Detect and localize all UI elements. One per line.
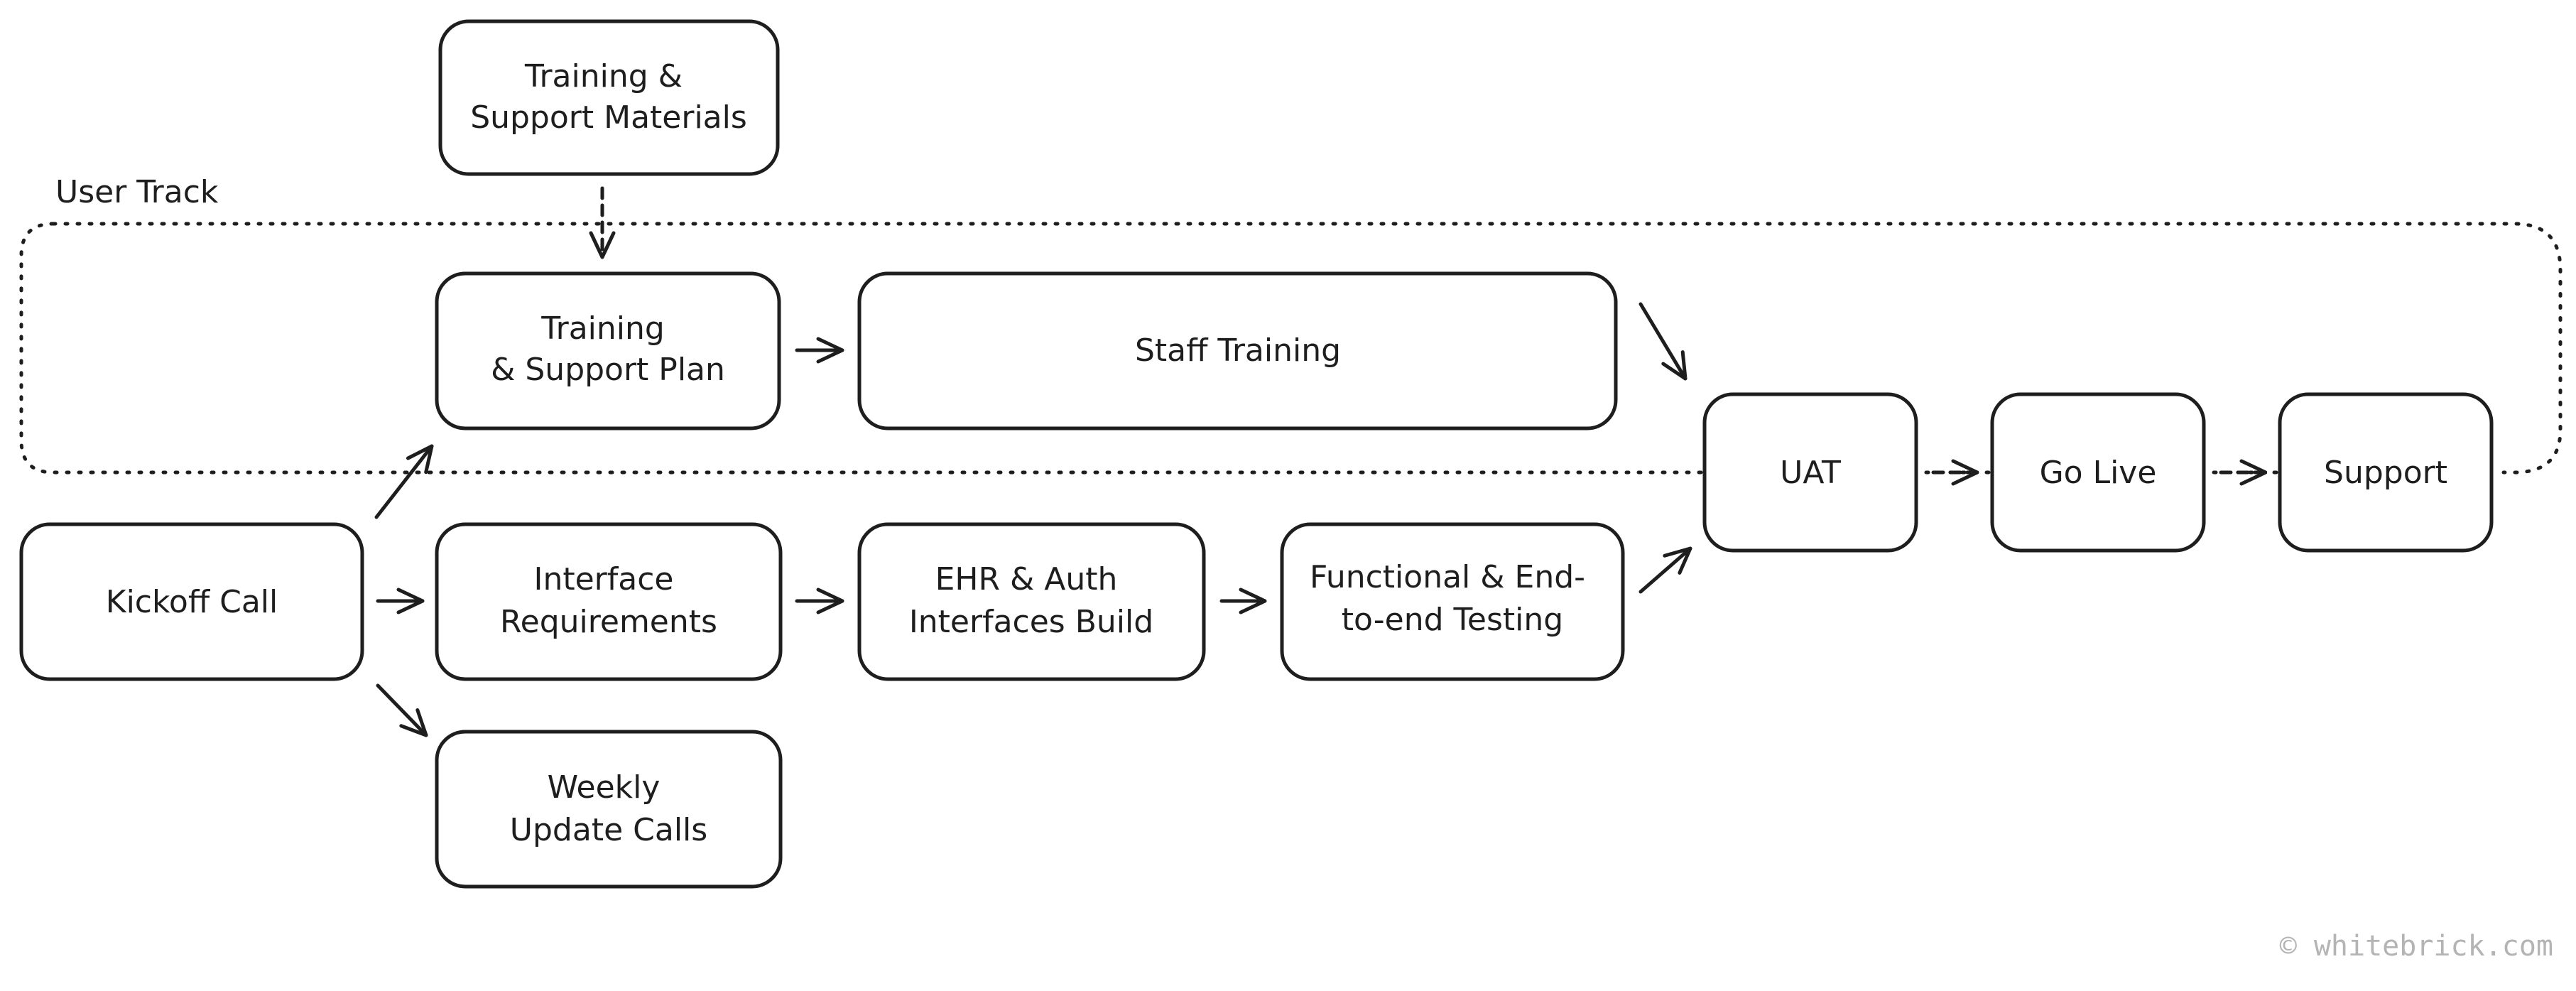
node-weekly-update-calls-label: Weekly Update Calls <box>510 769 707 848</box>
node-interface-requirements[interactable]: Interface Requirements <box>435 522 783 681</box>
node-go-live[interactable]: Go Live <box>1990 392 2206 553</box>
node-kickoff-call-label: Kickoff Call <box>106 584 278 620</box>
edge-staff-training-to-uat <box>1638 302 1688 381</box>
edge-kickoff-to-weekly-calls <box>376 683 428 737</box>
node-interface-requirements-label: Interface Requirements <box>500 561 717 640</box>
node-weekly-update-calls[interactable]: Weekly Update Calls <box>435 730 783 889</box>
node-training-support-plan-label: Training & Support Plan <box>491 310 725 388</box>
node-kickoff-call[interactable]: Kickoff Call <box>19 522 364 681</box>
node-uat-label: UAT <box>1780 455 1841 491</box>
node-staff-training-label: Staff Training <box>1135 332 1341 369</box>
edges-layer <box>374 186 2268 737</box>
node-training-support-plan[interactable]: Training & Support Plan <box>435 271 781 430</box>
whitebrick-credit: © whitebrick.com <box>2280 930 2553 963</box>
node-interfaces-build[interactable]: EHR & Auth Interfaces Build <box>857 522 1206 681</box>
node-staff-training[interactable]: Staff Training <box>857 271 1618 430</box>
node-go-live-label: Go Live <box>2040 455 2157 491</box>
node-training-materials[interactable]: Training & Support Materials <box>438 19 780 176</box>
node-uat[interactable]: UAT <box>1702 392 1918 553</box>
edge-kickoff-to-training-plan <box>374 444 434 519</box>
node-training-materials-label: Training & Support Materials <box>470 58 747 136</box>
node-functional-testing-label: Functional & End- to-end Testing <box>1310 559 1595 638</box>
node-support[interactable]: Support <box>2278 392 2494 553</box>
user-track-label: User Track <box>55 174 219 210</box>
node-functional-testing[interactable]: Functional & End- to-end Testing <box>1280 522 1625 681</box>
edge-testing-to-uat <box>1638 546 1692 594</box>
node-interfaces-build-label: EHR & Auth Interfaces Build <box>909 561 1153 640</box>
node-support-label: Support <box>2324 455 2447 491</box>
